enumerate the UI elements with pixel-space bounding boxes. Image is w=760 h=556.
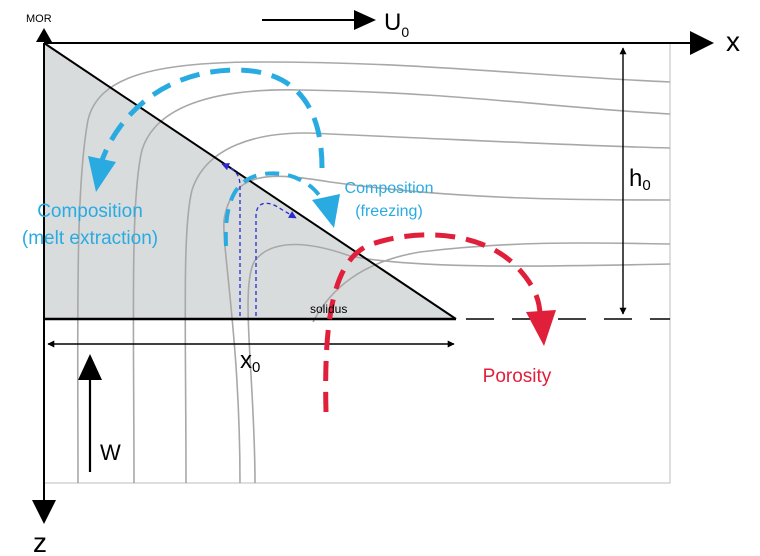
composition-freezing-label-line2: (freezing): [355, 203, 423, 220]
composition-freezing-arrowhead: [312, 194, 340, 228]
streamline-6: [247, 243, 671, 484]
z-axis-label: z: [33, 527, 47, 556]
melt-path-thin-2: [255, 202, 297, 316]
porosity-arrowhead: [526, 310, 556, 346]
x-axis-label: x: [726, 26, 740, 57]
porosity-arrow: [323, 232, 543, 413]
composition-freezing-label-line1: Composition: [345, 180, 434, 197]
mor-label: MOR: [26, 13, 52, 25]
streamline-1: [76, 61, 671, 484]
u0-label: U0: [384, 9, 409, 40]
streamlines: [76, 61, 671, 484]
w-label: W: [100, 440, 121, 465]
composition-melt-arrowhead: [88, 156, 116, 192]
streamline-3: [184, 132, 671, 484]
z-axis-arrowhead: [32, 500, 56, 524]
solidus-line: [43, 42, 457, 320]
composition-freezing-arrow: [223, 171, 326, 247]
melt-path-thin-1: [221, 162, 241, 316]
streamline-2: [132, 89, 671, 484]
porosity-label: Porosity: [483, 366, 552, 387]
composition-melt-label-line2: (melt extraction): [22, 228, 158, 249]
u0-arrow-head: [354, 10, 376, 30]
streamline-4: [223, 175, 671, 484]
solidus-label: solidus: [310, 302, 347, 316]
w-arrow-head: [78, 354, 102, 380]
x-axis-arrowhead: [690, 31, 714, 55]
mor-marker-icon: [36, 28, 52, 42]
streamline-5: [312, 242, 671, 323]
x0-label: x0: [240, 347, 260, 376]
h0-label: h0: [629, 165, 651, 194]
composition-melt-label-line1: Composition: [37, 201, 143, 222]
